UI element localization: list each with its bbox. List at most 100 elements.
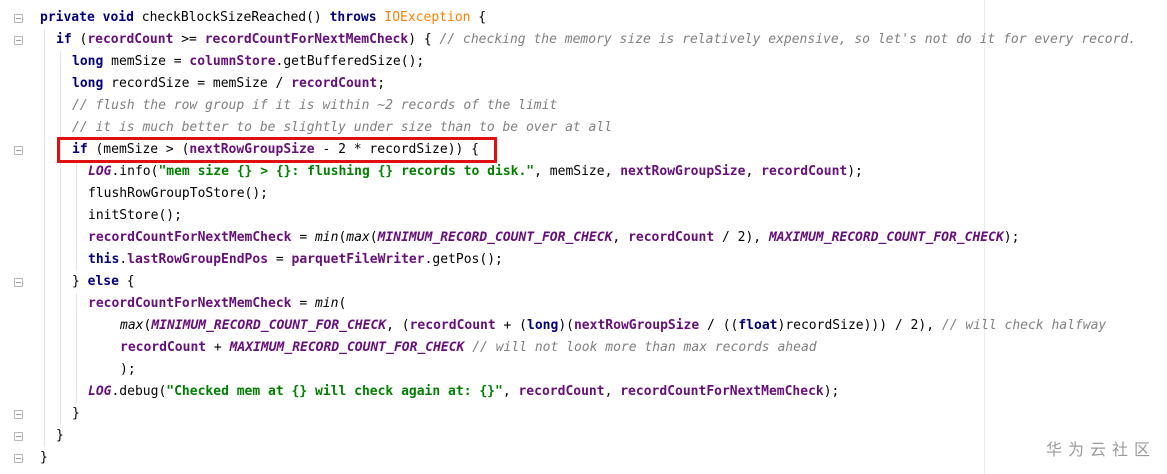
- code-token: }: [40, 450, 48, 465]
- code-token: recordCount: [761, 164, 848, 179]
- code-token: LOG: [88, 164, 112, 179]
- code-token: MINIMUM_RECORD_COUNT_FOR_CHECK: [377, 230, 613, 245]
- code-token: ;: [377, 76, 386, 91]
- code-token: IOException: [384, 10, 471, 25]
- code-token: long: [72, 76, 112, 91]
- code-token: // flush the row group if it is within ~…: [72, 98, 558, 113]
- code-line[interactable]: // it is much better to be slightly unde…: [72, 117, 612, 139]
- code-token: , (: [386, 318, 410, 333]
- code-token: "mem size {} > {}: flushing {} records t…: [158, 164, 535, 179]
- fold-marker-icon[interactable]: [14, 278, 23, 287]
- code-token: =: [268, 252, 292, 267]
- code-token: {: [470, 10, 487, 25]
- code-line[interactable]: initStore();: [88, 205, 182, 227]
- code-token: (: [369, 230, 378, 245]
- code-line[interactable]: );: [120, 359, 136, 381]
- code-token: recordCount: [120, 340, 207, 355]
- code-token: private void: [40, 10, 142, 25]
- indent-guide: [44, 29, 45, 447]
- code-token: long: [527, 318, 559, 333]
- code-line[interactable]: this.lastRowGroupEndPos = parquetFileWri…: [88, 249, 503, 271]
- editor-gutter[interactable]: [0, 0, 30, 474]
- code-token: "Checked mem at {} will check again at: …: [166, 384, 503, 399]
- code-token: this: [88, 252, 120, 267]
- code-token: (: [338, 230, 347, 245]
- code-token: nextRowGroupSize: [620, 164, 746, 179]
- code-line[interactable]: long memSize = columnStore.getBufferedSi…: [72, 51, 424, 73]
- code-token: );: [120, 362, 136, 377]
- code-token: flushRowGroupToStore();: [88, 186, 269, 201]
- code-token: min: [314, 230, 339, 245]
- code-token: // will check halfway: [941, 318, 1107, 333]
- code-token: recordCount: [628, 230, 715, 245]
- code-line[interactable]: if (recordCount >= recordCountForNextMem…: [56, 29, 1136, 51]
- code-token: );: [823, 384, 840, 399]
- code-token: );: [1003, 230, 1020, 245]
- code-token: - 2 * recordSize)) {: [314, 142, 480, 157]
- code-line[interactable]: private void checkBlockSizeReached() thr…: [40, 7, 486, 29]
- fold-marker-icon[interactable]: [14, 410, 23, 419]
- code-line[interactable]: // flush the row group if it is within ~…: [72, 95, 557, 117]
- code-token: (: [79, 32, 88, 47]
- code-token: float: [738, 318, 778, 333]
- fold-marker-icon[interactable]: [14, 14, 23, 23]
- code-token: .getPos();: [424, 252, 503, 267]
- indent-guide: [60, 51, 61, 425]
- code-token: // it is much better to be slightly unde…: [72, 120, 613, 135]
- code-token: recordCount: [409, 318, 496, 333]
- code-token: .debug(: [111, 384, 167, 399]
- code-token: )recordSize))) / 2),: [777, 318, 942, 333]
- code-line[interactable]: flushRowGroupToStore();: [88, 183, 268, 205]
- code-line[interactable]: recordCountForNextMemCheck = min(max(MIN…: [88, 227, 1019, 249]
- code-token: throws: [329, 10, 385, 25]
- code-line[interactable]: }: [72, 403, 80, 425]
- code-line[interactable]: recordCount + MAXIMUM_RECORD_COUNT_FOR_C…: [120, 337, 817, 359]
- indent-guide: [76, 161, 77, 271]
- code-token: recordSize = memSize /: [111, 76, 292, 91]
- code-token: / 2),: [714, 230, 769, 245]
- code-token: min: [314, 296, 339, 311]
- code-token: recordCount: [291, 76, 378, 91]
- fold-marker-icon[interactable]: [14, 36, 23, 45]
- code-line[interactable]: }: [40, 447, 48, 469]
- code-token: );: [847, 164, 863, 179]
- code-line[interactable]: recordCountForNextMemCheck = min(: [88, 293, 346, 315]
- code-token: .: [119, 252, 128, 267]
- code-line[interactable]: } else {: [72, 271, 135, 293]
- code-token: MAXIMUM_RECORD_COUNT_FOR_CHECK: [768, 230, 1004, 245]
- code-token: checkBlockSizeReached(): [141, 10, 330, 25]
- code-token: .getBufferedSize();: [275, 54, 425, 69]
- right-margin-line: [984, 0, 985, 474]
- code-line[interactable]: max(MINIMUM_RECORD_COUNT_FOR_CHECK, (rec…: [120, 315, 1106, 337]
- code-token: =: [291, 230, 315, 245]
- highlight-annotation-box: [57, 137, 497, 163]
- code-token: // checking the memory size is relativel…: [439, 32, 1137, 47]
- code-token: MAXIMUM_RECORD_COUNT_FOR_CHECK: [229, 340, 465, 355]
- code-token: recordCountForNextMemCheck: [88, 296, 292, 311]
- fold-marker-icon[interactable]: [14, 432, 23, 441]
- code-line[interactable]: LOG.debug("Checked mem at {} will check …: [88, 381, 839, 403]
- code-token: )(: [558, 318, 574, 333]
- code-token: ,: [502, 384, 519, 399]
- code-line[interactable]: }: [56, 425, 64, 447]
- code-token: else: [87, 274, 127, 289]
- code-token: LOG: [88, 384, 112, 399]
- code-token: if: [56, 32, 80, 47]
- code-token: (memSize > (: [95, 142, 190, 157]
- code-token: initStore();: [88, 208, 182, 223]
- fold-marker-icon[interactable]: [14, 454, 23, 463]
- code-line[interactable]: if (memSize > (nextRowGroupSize - 2 * re…: [72, 139, 479, 161]
- code-token: recordCount: [518, 384, 605, 399]
- watermark: 华为云社区: [1046, 440, 1157, 459]
- code-token: recordCountForNextMemCheck: [204, 32, 409, 47]
- code-line[interactable]: long recordSize = memSize / recordCount;: [72, 73, 385, 95]
- code-token: }: [72, 406, 80, 421]
- code-token: }: [72, 274, 88, 289]
- fold-marker-icon[interactable]: [14, 146, 23, 155]
- code-token: =: [291, 296, 315, 311]
- code-line[interactable]: LOG.info("mem size {} > {}: flushing {} …: [88, 161, 863, 183]
- code-token: (: [338, 296, 347, 311]
- code-token: max: [346, 230, 370, 245]
- code-token: ,: [604, 384, 621, 399]
